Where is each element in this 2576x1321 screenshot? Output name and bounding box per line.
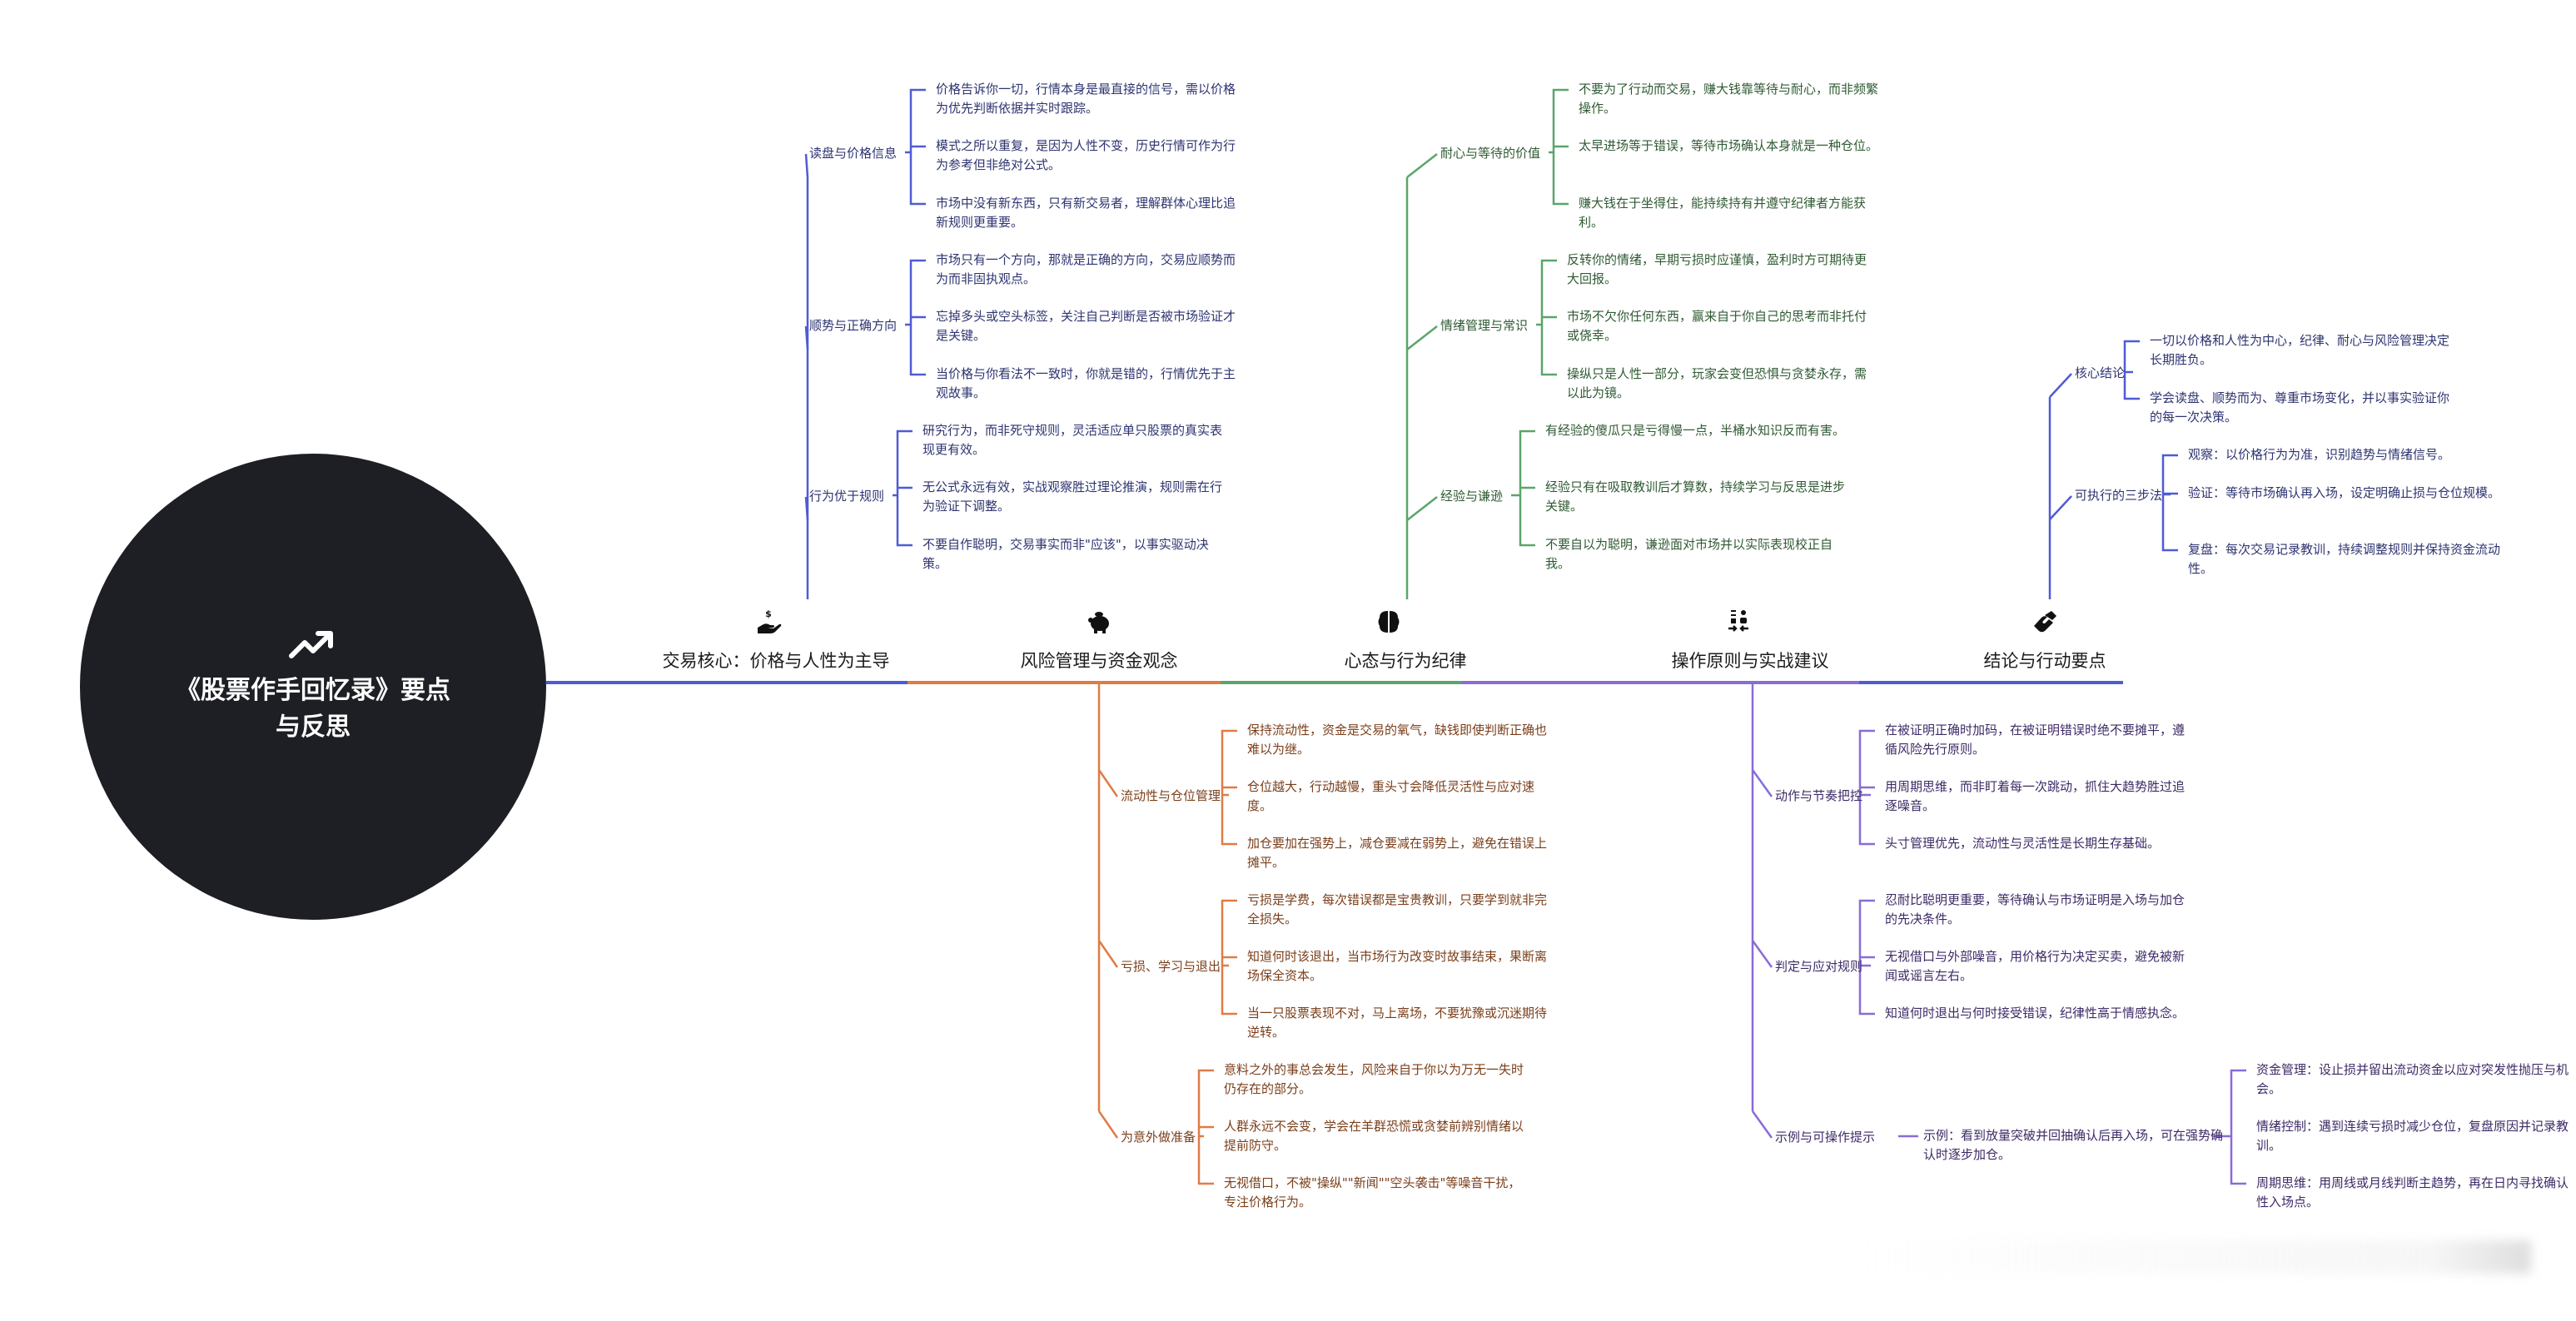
leaf-note[interactable]: 一切以价格和人性为中心，纪律、耐心与风险管理决定长期胜负。 <box>2150 333 2450 367</box>
subtopic-core-1[interactable]: 顺势与正确方向 <box>809 318 898 333</box>
subtopic-ops-1[interactable]: 判定与应对规则 <box>1775 959 1863 974</box>
leaf-note[interactable]: 当一只股票表现不对，马上离场，不要犹豫或沉迷期待逆转。 <box>1247 1006 1548 1040</box>
main-topic-risk[interactable]: 风险管理与资金观念 <box>1020 651 1178 671</box>
sub-connector-ops-2 <box>1751 1110 1773 1139</box>
main-topic-mind[interactable]: 心态与行为纪律 <box>1344 651 1467 671</box>
leaf-note[interactable]: 不要自作聪明，交易事实而非"应该"，以事实驱动决策。 <box>922 537 1209 571</box>
leaf-note[interactable]: 市场中没有新东西，只有新交易者，理解群体心理比追新规则更重要。 <box>936 196 1236 230</box>
subtopic-mind-1[interactable]: 情绪管理与常识 <box>1440 318 1529 333</box>
leaf-note[interactable]: 人群永远不会变，学会在羊群恐慌或贪婪前辨别情绪以提前防守。 <box>1224 1119 1524 1153</box>
leaf-note[interactable]: 复盘：每次交易记录教训，持续调整规则并保持资金流动性。 <box>2188 542 2501 576</box>
root-node[interactable]: 《股票作手回忆录》要点与反思 <box>80 454 546 920</box>
leaf-note[interactable]: 加仓要加在强势上，减仓要减在弱势上，避免在错误上摊平。 <box>1247 836 1548 870</box>
piggy-bank-icon <box>1088 612 1109 633</box>
sub-connector-mind-0 <box>1406 153 1438 178</box>
leaf-bracket-risk-2 <box>1197 1069 1214 1185</box>
subtopic-core-2[interactable]: 行为优于规则 <box>809 489 885 504</box>
handshake-icon <box>2034 611 2056 633</box>
leaf-note[interactable]: 市场不欠你任何东西，赢来自于你自己的思考而非托付或侥幸。 <box>1567 309 1867 343</box>
subtopic-risk-2[interactable]: 为意外做准备 <box>1121 1130 1196 1145</box>
leaf-note[interactable]: 有经验的傻瓜只是亏得慢一点，半桶水知识反而有害。 <box>1545 423 1846 438</box>
leaf-note[interactable]: 市场只有一个方向，那就是正确的方向，交易应顺势而为而非固执观点。 <box>936 252 1236 286</box>
main-topic-conclusion[interactable]: 结论与行动要点 <box>1983 651 2106 671</box>
leaf-note[interactable]: 亏损是学费，每次错误都是宝贵教训，只要学到就非完全损失。 <box>1247 892 1548 926</box>
sub-connector-ops-1 <box>1751 940 1773 968</box>
subtopic-conclusion-1[interactable]: 可执行的三步法 <box>2075 488 2163 503</box>
leaf-bracket <box>2230 1069 2246 1185</box>
leaf-note[interactable]: 当价格与你看法不一致时，你就是错的，行情优先于主观故事。 <box>936 366 1236 400</box>
leaf-note[interactable]: 太早进场等于错误，等待市场确认本身就是一种仓位。 <box>1579 138 1879 153</box>
leaf-note[interactable]: 赚大钱在于坐得住，能持续持有并遵守纪律者方能获利。 <box>1579 196 1867 230</box>
sub-connector-core-1 <box>804 325 809 350</box>
leaf-note[interactable]: 知道何时退出与何时接受错误，纪律性高于情感执念。 <box>1885 1006 2186 1021</box>
scroll-shadow <box>1865 1240 2531 1274</box>
leaf-note[interactable]: 意料之外的事总会发生，风险来自于你以为万无一失时仍存在的部分。 <box>1224 1062 1524 1096</box>
leaf-note[interactable]: 无公式永远有效，实战观察胜过理论推演，规则需在行为验证下调整。 <box>922 479 1223 514</box>
root-title: 《股票作手回忆录》要点与反思 <box>176 676 450 742</box>
brain-icon <box>1378 611 1400 633</box>
subtopic-ops-2[interactable]: 示例与可操作提示 <box>1775 1130 1876 1145</box>
sub-connector-mind-2 <box>1406 496 1438 521</box>
svg-text:$: $ <box>765 608 772 619</box>
leaf-note[interactable]: 情绪控制：遇到连续亏损时减少仓位，复盘原因并记录教训。 <box>2256 1119 2569 1153</box>
leaf-note[interactable]: 观察：以价格行为为准，识别趋势与情绪信号。 <box>2188 447 2451 462</box>
leaf-note[interactable]: 保持流动性，资金是交易的氧气，缺钱即使判断正确也难以为继。 <box>1247 723 1548 757</box>
leaf-bracket-risk-0 <box>1221 729 1237 846</box>
leaf-bracket-core-2 <box>896 430 913 547</box>
subtopic-conclusion-0[interactable]: 核心结论 <box>2075 365 2126 380</box>
leaf-bracket-conclusion-0 <box>2123 340 2140 400</box>
sub-connector-ops-0 <box>1751 769 1773 797</box>
subtopic-risk-1[interactable]: 亏损、学习与退出 <box>1121 959 1221 974</box>
people-arrows-icon <box>1728 610 1748 632</box>
leaf-note[interactable]: 验证：等待市场确认再入场，设定明确止损与仓位规模。 <box>2188 485 2501 500</box>
leaf-bracket-mind-0 <box>1552 88 1569 206</box>
leaf-note[interactable]: 学会读盘、顺势而为、尊重市场变化，并以事实验证你的每一次决策。 <box>2150 390 2450 425</box>
sub-connector-risk-2 <box>1097 1110 1119 1139</box>
leaf-bracket-core-0 <box>909 88 926 206</box>
subtopic-mind-2[interactable]: 经验与谦逊 <box>1440 489 1504 504</box>
sub-connector-risk-1 <box>1097 940 1119 968</box>
leaf-note[interactable]: 不要为了行动而交易，赚大钱靠等待与耐心，而非频繁操作。 <box>1579 82 1879 116</box>
leaf-note[interactable]: 经验只有在吸取教训后才算数，持续学习与反思是进步关键。 <box>1545 479 1846 514</box>
leaf-note[interactable]: 用周期思维，而非盯着每一次跳动，抓住大趋势胜过追逐噪音。 <box>1885 779 2186 813</box>
leaf-note[interactable]: 反转你的情绪，早期亏损时应谨慎，盈利时方可期待更大回报。 <box>1567 252 1867 286</box>
leaf-note[interactable]: 忍耐比聪明更重要，等待确认与市场证明是入场与加仓的先决条件。 <box>1885 892 2186 926</box>
leaf-note[interactable]: 知道何时该退出，当市场行为改变时故事结束，果断离场保全资本。 <box>1247 949 1548 983</box>
leaf-bracket-risk-1 <box>1221 899 1237 1016</box>
leaf-note[interactable]: 模式之所以重复，是因为人性不变，历史行情可作为行为参考但非绝对公式。 <box>936 138 1236 172</box>
leaf-note[interactable]: 在被证明正确时加码，在被证明错误时绝不要摊平，遵循风险先行原则。 <box>1885 723 2186 757</box>
trending-up-icon <box>289 631 333 658</box>
leaf-note[interactable]: 操纵只是人性一部分，玩家会变但恐惧与贪婪永存，需以此为镜。 <box>1567 366 1867 400</box>
main-topic-ops[interactable]: 操作原则与实战建议 <box>1671 651 1829 671</box>
leaf-note[interactable]: 头寸管理优先，流动性与灵活性是长期生存基础。 <box>1885 836 2161 851</box>
sub-connector-core-0 <box>804 153 809 178</box>
leaf-note[interactable]: 资金管理：设止损并留出流动资金以应对突发性抛压与机会。 <box>2256 1062 2569 1096</box>
subtopic-ops-0[interactable]: 动作与节奏把控 <box>1775 788 1863 803</box>
main-topic-core[interactable]: 交易核心：价格与人性为主导 <box>662 651 890 671</box>
leaf-note[interactable]: 不要自以为聪明，谦逊面对市场并以实际表现校正自我。 <box>1545 537 1833 571</box>
example-note[interactable]: 示例：看到放量突破并回抽确认后再入场，可在强势确认时逐步加仓。 <box>1923 1128 2224 1162</box>
leaf-note[interactable]: 周期思维：用周线或月线判断主趋势，再在日内寻找确认性入场点。 <box>2256 1175 2569 1209</box>
leaf-bracket-mind-1 <box>1540 259 1557 376</box>
hand-holding-dollar-icon: $ <box>758 608 782 633</box>
leaf-bracket-mind-2 <box>1519 430 1535 547</box>
sub-connector-core-2 <box>804 496 809 521</box>
sub-connector-conclusion-1 <box>2049 495 2072 520</box>
leaf-note[interactable]: 无视借口与外部噪音，用价格行为决定买卖，避免被新闻或谣言左右。 <box>1885 949 2186 983</box>
sub-connector-risk-0 <box>1097 769 1119 797</box>
sub-connector-conclusion-0 <box>2049 373 2072 398</box>
subtopic-risk-0[interactable]: 流动性与仓位管理 <box>1121 788 1221 803</box>
subtopic-mind-0[interactable]: 耐心与等待的价值 <box>1440 146 1541 161</box>
leaf-note[interactable]: 价格告诉你一切，行情本身是最直接的信号，需以价格为优先判断依据并实时跟踪。 <box>936 82 1236 116</box>
leaf-note[interactable]: 仓位越大，行动越慢，重头寸会降低灵活性与应对速度。 <box>1247 779 1535 813</box>
subtopic-core-0[interactable]: 读盘与价格信息 <box>809 146 898 161</box>
leaf-note[interactable]: 研究行为，而非死守规则，灵活适应单只股票的真实表现更有效。 <box>922 423 1223 457</box>
leaf-bracket-conclusion-1 <box>2161 454 2178 552</box>
leaf-bracket-core-1 <box>909 259 926 376</box>
sub-connector-mind-1 <box>1406 325 1438 350</box>
leaf-note[interactable]: 忘掉多头或空头标签，关注自己判断是否被市场验证才是关键。 <box>936 309 1236 343</box>
leaf-note[interactable]: 无视借口，不被"操纵""新闻""空头袭击"等噪音干扰，专注价格行为。 <box>1224 1175 1521 1209</box>
